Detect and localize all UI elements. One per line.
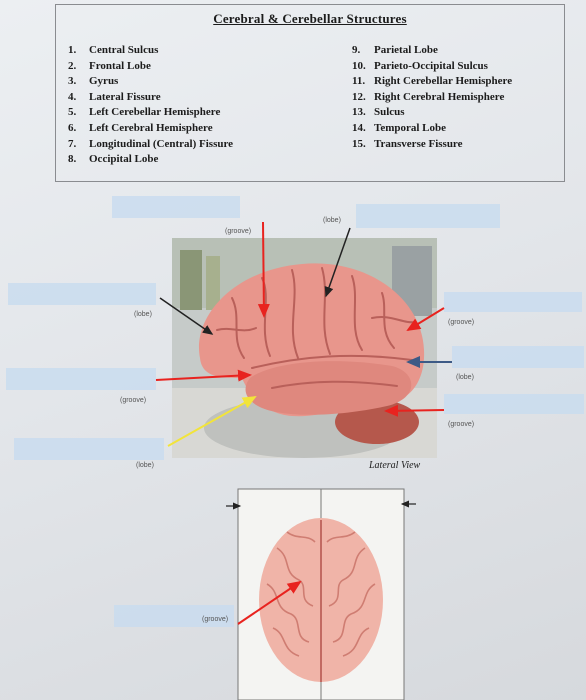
list-item: 7.Longitudinal (Central) Fissure bbox=[68, 137, 234, 150]
answer-field-lobe-left[interactable] bbox=[8, 283, 156, 305]
list-item: 3.Gyrus bbox=[68, 75, 119, 88]
list-item: 4.Lateral Fissure bbox=[68, 90, 161, 103]
worksheet-title: Cerebral & Cerebellar Structures bbox=[213, 11, 407, 26]
label-lobe-right: (lobe) bbox=[456, 374, 474, 381]
arrow-groove-top bbox=[257, 221, 270, 318]
arrow-lobe-top bbox=[324, 227, 351, 298]
list-item: 12.Right Cerebral Hemisphere bbox=[352, 90, 505, 103]
structure-list-box: Cerebral & Cerebellar Structures 1.Centr… bbox=[55, 4, 565, 182]
lateral-brain-photo bbox=[172, 238, 437, 458]
arrow-lobe-left bbox=[159, 297, 214, 335]
answer-field-groove-left[interactable] bbox=[6, 368, 156, 390]
list-item: 1.Central Sulcus bbox=[68, 44, 159, 56]
arrow-groove-right-bottom bbox=[384, 404, 445, 417]
list-item: 6.Left Cerebral Hemisphere bbox=[68, 121, 213, 134]
arrow-groove-left bbox=[155, 369, 252, 382]
lateral-view-caption: Lateral View bbox=[369, 460, 421, 471]
structure-list-right: 9.Parietal Lobe 10.Parieto-Occipital Sul… bbox=[352, 43, 512, 152]
list-item: 2.Frontal Lobe bbox=[68, 59, 151, 72]
list-item: 14.Temporal Lobe bbox=[352, 121, 447, 134]
arrow-groove-bottom bbox=[237, 580, 302, 625]
label-groove-right-bottom: (groove) bbox=[448, 421, 475, 428]
answer-field-groove-right-bottom[interactable] bbox=[444, 394, 584, 414]
label-groove-left: (groove) bbox=[120, 397, 147, 404]
structure-list-left: 1.Central Sulcus 2.Frontal Lobe 3.Gyrus … bbox=[68, 43, 233, 168]
label-lobe-left: (lobe) bbox=[134, 311, 152, 318]
label-groove-bottom: (groove) bbox=[202, 616, 229, 623]
answer-field-lobe-top[interactable] bbox=[356, 204, 500, 228]
label-lobe-top: (lobe) bbox=[323, 217, 341, 224]
answer-field-lobe-left-bottom[interactable] bbox=[14, 438, 164, 460]
arrow-groove-right-top bbox=[406, 307, 445, 332]
superior-brain-diagram bbox=[237, 488, 405, 700]
arrow-lobe-left-bottom bbox=[167, 396, 257, 447]
list-item: 15.Transverse Fissure bbox=[352, 137, 463, 150]
list-item: 5.Left Cerebellar Hemisphere bbox=[68, 106, 221, 119]
list-item: 8.Occipital Lobe bbox=[68, 153, 159, 166]
label-groove-top: (groove) bbox=[225, 228, 252, 235]
label-lobe-left-bottom: (lobe) bbox=[136, 462, 154, 469]
answer-field-groove-right-top[interactable] bbox=[444, 292, 582, 312]
list-item: 13.Sulcus bbox=[352, 106, 405, 119]
list-item: 9.Parietal Lobe bbox=[352, 44, 438, 56]
answer-field-groove-top[interactable] bbox=[112, 196, 240, 218]
list-item: 10.Parieto-Occipital Sulcus bbox=[352, 59, 488, 72]
answer-field-groove-bottom[interactable] bbox=[114, 605, 234, 627]
answer-field-lobe-right[interactable] bbox=[452, 346, 584, 368]
label-groove-right-top: (groove) bbox=[448, 319, 475, 326]
list-item: 11.Right Cerebellar Hemisphere bbox=[352, 75, 513, 88]
